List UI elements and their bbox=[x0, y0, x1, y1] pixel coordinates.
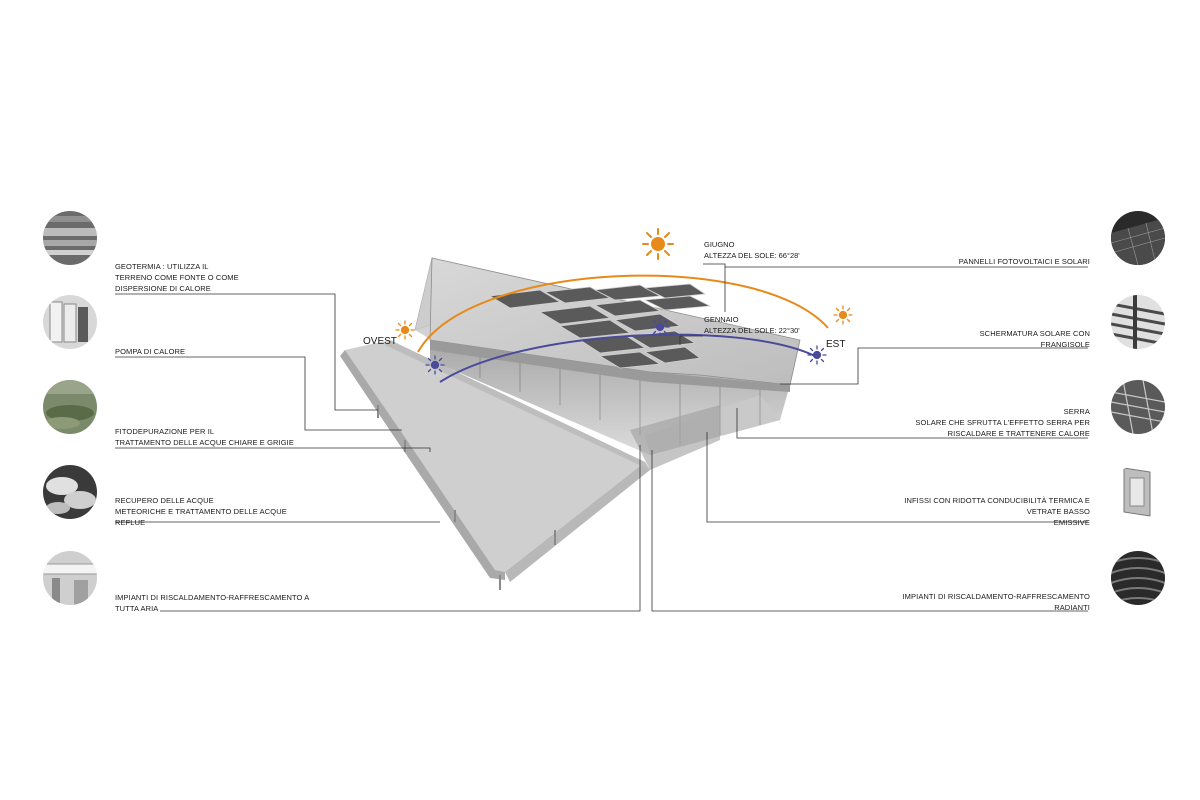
june-sun-label: GIUGNO ALTEZZA DEL SOLE: 66°28' bbox=[704, 240, 800, 260]
label-geotermia: GEOTERMIA : UTILIZZA IL TERRENO COME FON… bbox=[115, 262, 239, 293]
east-winter-sun-icon bbox=[807, 345, 827, 365]
summer-sun-icon bbox=[642, 228, 674, 260]
leader-geotermia bbox=[115, 293, 378, 411]
left-thumbnails bbox=[43, 211, 97, 605]
winter-sun-path bbox=[439, 333, 816, 383]
label-infissi: INFISSI CON RIDOTTA CONDUCIBILITÀ TERMIC… bbox=[904, 496, 1090, 527]
january-leader bbox=[679, 335, 703, 345]
june-leader bbox=[703, 263, 726, 312]
radiant-floor-photo bbox=[1111, 551, 1165, 605]
label-riscaldamento-radianti: IMPIANTI DI RISCALDAMENTO-RAFFRESCAMENTO… bbox=[902, 592, 1090, 612]
right-thumbnails bbox=[1111, 211, 1165, 605]
label-pannelli: PANNELLI FOTOVOLTAICI E SOLARI bbox=[958, 257, 1090, 266]
leader-serra bbox=[736, 408, 1088, 439]
west-winter-sun-icon bbox=[425, 355, 445, 375]
east-label: EST bbox=[826, 339, 846, 350]
heat-pump-photo bbox=[43, 295, 97, 349]
air-ducts-photo bbox=[43, 551, 97, 605]
leader-infissi bbox=[706, 432, 1088, 523]
leader-aria bbox=[160, 445, 641, 612]
geothermal-pipes-photo bbox=[43, 211, 97, 265]
winter-sun-icon bbox=[650, 317, 670, 337]
west-label: OVEST bbox=[363, 336, 397, 347]
water-tanks-photo bbox=[43, 465, 97, 519]
label-schermatura: SCHERMATURA SOLARE CON FRANGISOLE bbox=[979, 329, 1090, 349]
leader-radianti bbox=[651, 450, 1088, 612]
west-summer-sun-icon bbox=[395, 320, 415, 340]
label-serra: SERRA SOLARE CHE SFRUTTA L'EFFETTO SERRA… bbox=[915, 407, 1090, 438]
east-summer-sun-icon bbox=[833, 305, 853, 325]
label-recupero-acque: RECUPERO DELLE ACQUE METEORICHE E TRATTA… bbox=[115, 496, 287, 527]
label-pompa-di-calore: POMPA DI CALORE bbox=[115, 347, 186, 356]
leader-lines bbox=[115, 263, 1088, 612]
solar-panel-photo bbox=[1111, 211, 1165, 265]
sunshade-louvers-photo bbox=[1111, 295, 1165, 349]
leader-fitodepurazione bbox=[115, 447, 431, 452]
january-sun-label: GENNAIO ALTEZZA DEL SOLE: 22°30' bbox=[704, 315, 800, 335]
label-fitodepurazione: FITODEPURAZIONE PER IL TRATTAMENTO DELLE… bbox=[115, 427, 294, 447]
phytodepuration-photo bbox=[43, 380, 97, 434]
label-riscaldamento-aria: IMPIANTI DI RISCALDAMENTO-RAFFRESCAMENTO… bbox=[115, 593, 310, 613]
glass-facade bbox=[430, 345, 790, 470]
sun-paths bbox=[417, 274, 829, 383]
window-frame-photo bbox=[1111, 465, 1165, 519]
leader-pompa bbox=[115, 356, 402, 431]
leader-schermatura bbox=[780, 347, 1088, 385]
support-pillars bbox=[377, 405, 556, 590]
greenhouse-photo bbox=[1111, 380, 1165, 434]
summer-sun-path bbox=[417, 274, 829, 353]
ground-slab bbox=[340, 340, 650, 582]
